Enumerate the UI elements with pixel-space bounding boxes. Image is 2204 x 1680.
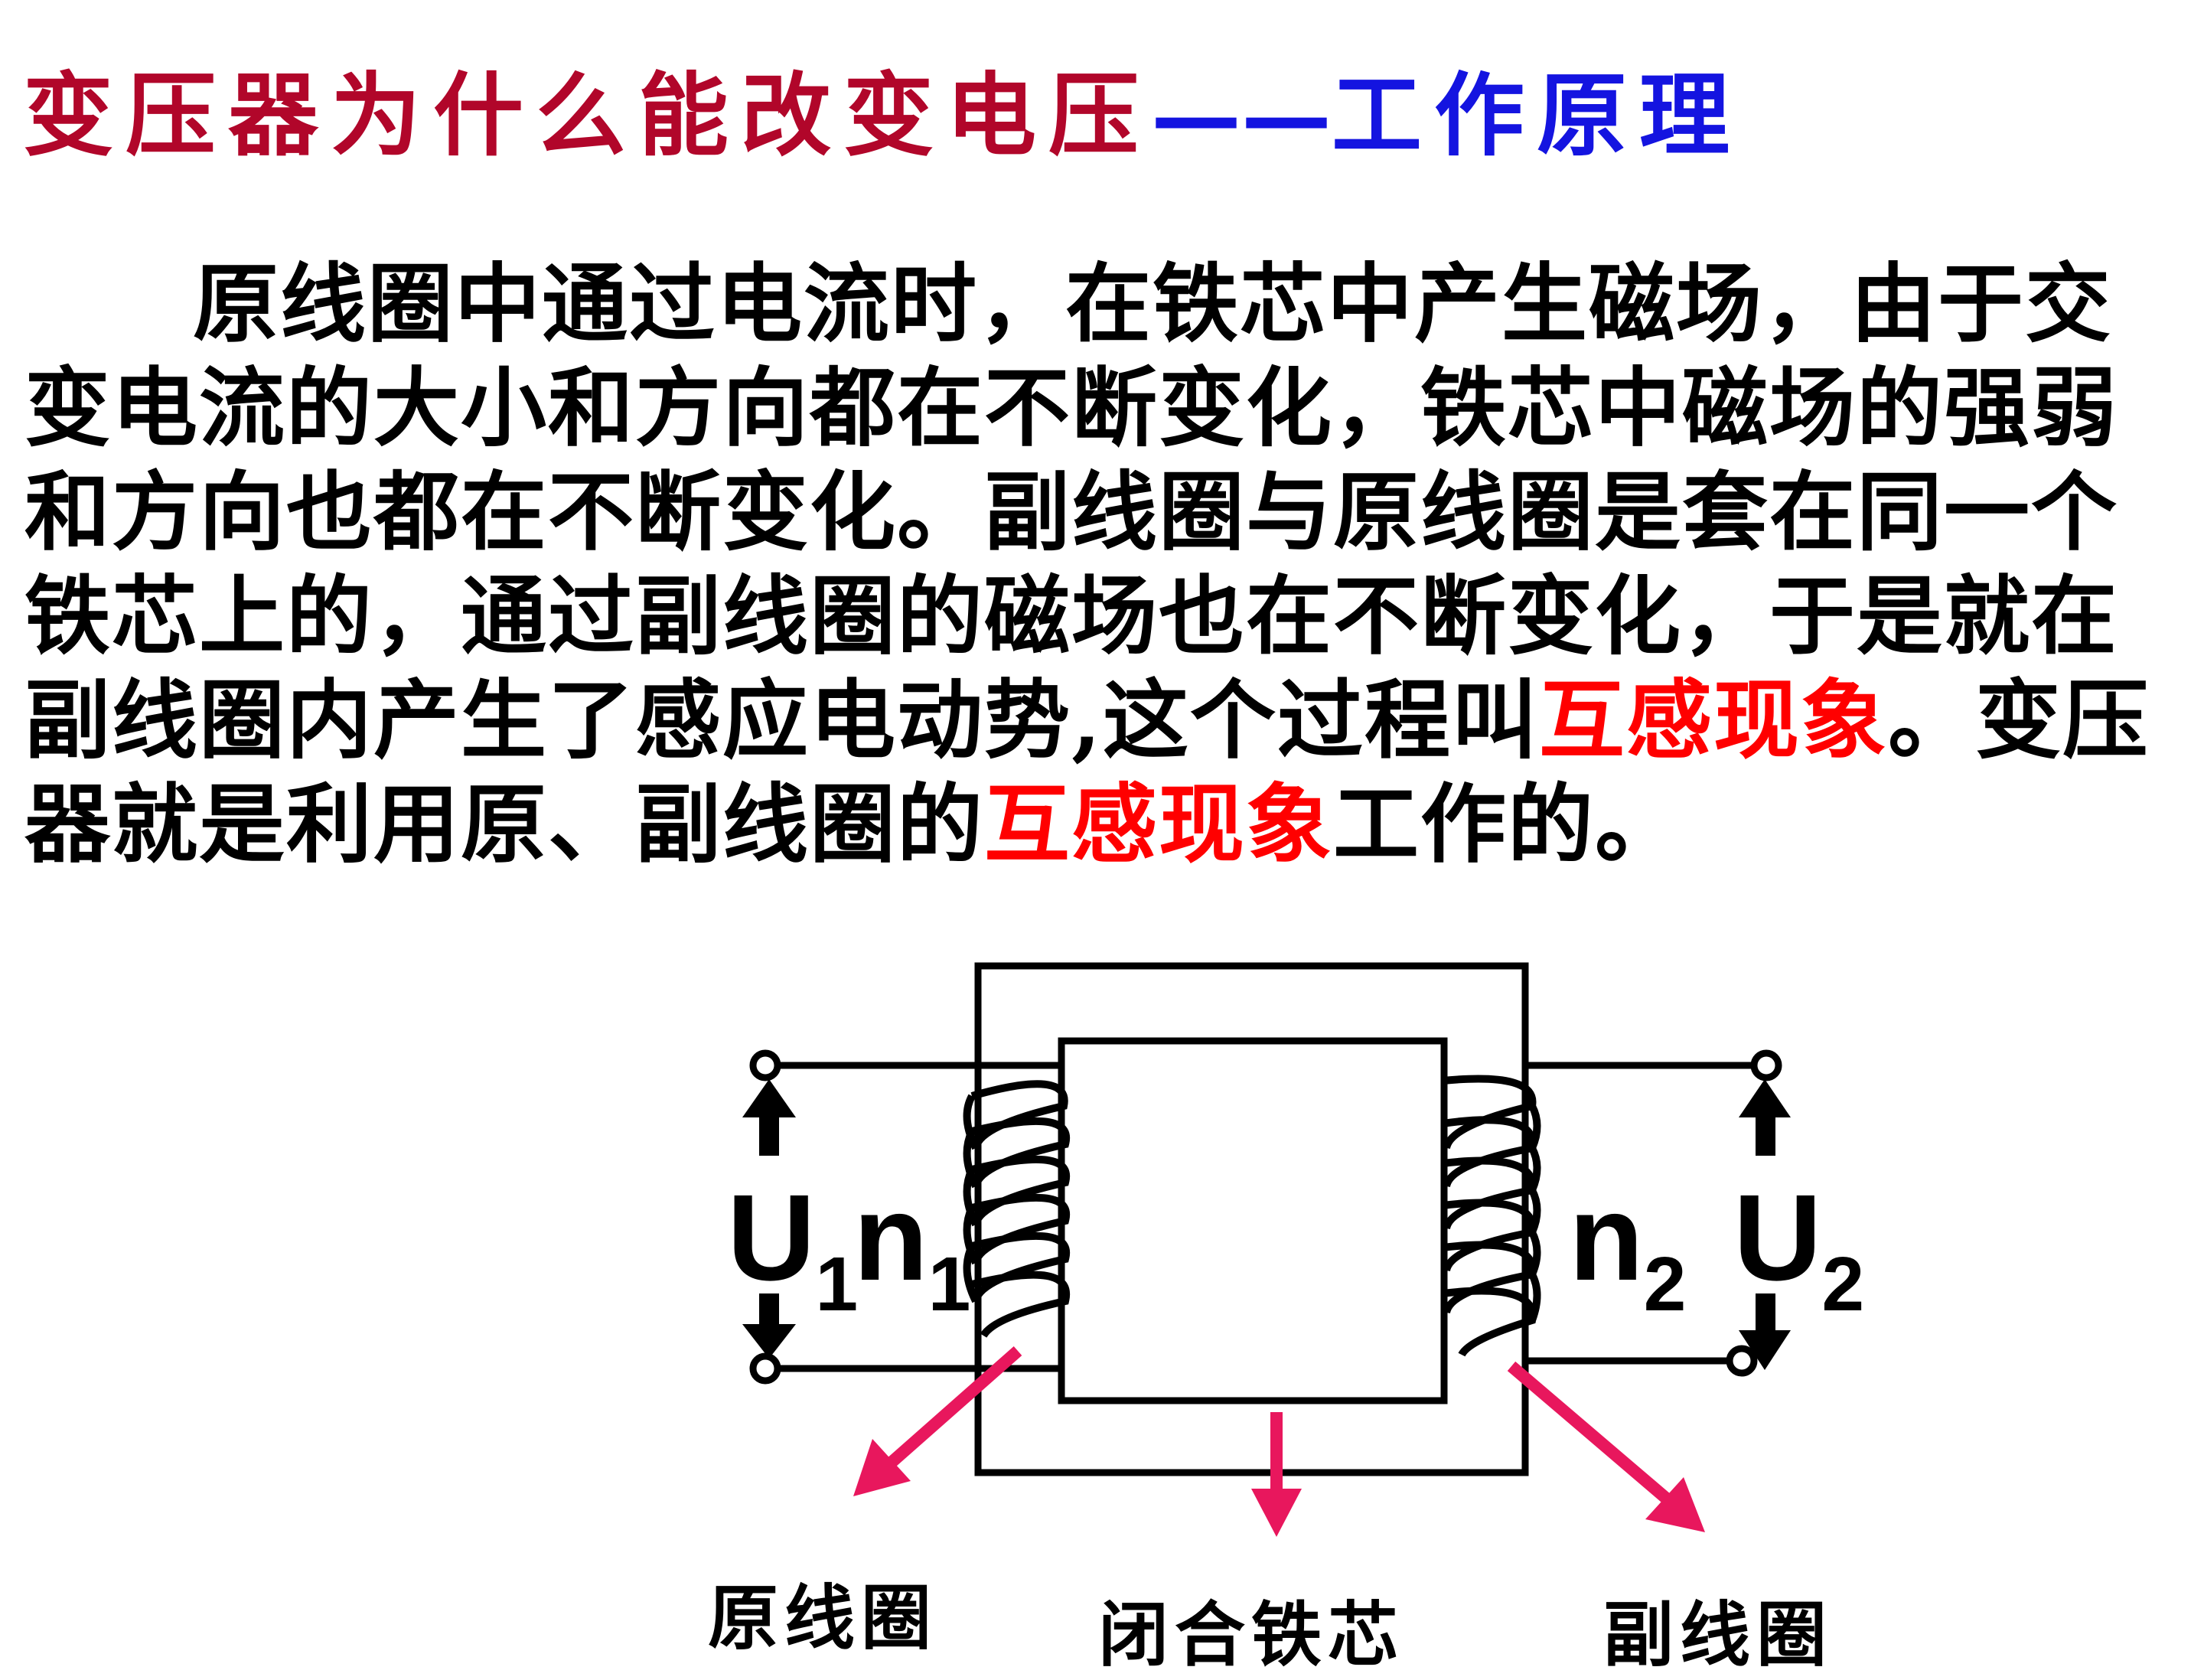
label-secondary-coil: 副线圈 (1603, 1594, 1834, 1676)
primary-terminal-bottom (749, 1352, 781, 1385)
title-main: 变压器为什么能改变电压 (23, 62, 1152, 168)
para-line-5-a: 副线圈内产生了感应电动势,这个过程叫 (24, 670, 1539, 771)
symbol-labels: U1 n1 n2 U2 (727, 1169, 1864, 1327)
para-line-3: 和方向也都在不断变化。副线圈与原线圈是套在同一个 (24, 462, 2118, 563)
u2-label: U2 (1733, 1169, 1864, 1327)
explanation-paragraph: 原线圈中通过电流时，在铁芯中产生磁场，由于交 变电流的大小和方向都在不断变化，铁… (24, 253, 2183, 877)
para-line-4: 铁芯上的，通过副线圈的磁场也在不断变化，于是就在 (24, 566, 2118, 667)
core-inner (1058, 1037, 1448, 1404)
n1-label: n1 (853, 1169, 970, 1327)
para-line-5: 副线圈内产生了感应电动势,这个过程叫互感现象。变压 (24, 669, 2183, 773)
page-title: 变压器为什么能改变电压——工作原理 (23, 70, 1742, 161)
u1-label: U1 (727, 1169, 858, 1327)
label-primary-coil: 原线圈 (708, 1577, 938, 1659)
highlight-mutual-induction: 互感现象 (1539, 670, 1888, 771)
n2-label: n2 (1569, 1169, 1686, 1327)
secondary-terminal-bottom (1726, 1345, 1758, 1377)
primary-circuit (765, 1062, 1060, 1372)
secondary-circuit (1525, 1062, 1766, 1365)
title-dash: —— (1151, 62, 1332, 168)
para-line-6-a: 器就是利用原、副线圈的 (24, 775, 984, 875)
arrow-to-primary-coil (883, 1346, 1022, 1470)
u2-arrows (1739, 1079, 1791, 1370)
primary-coil (963, 1080, 1071, 1338)
para-line-6: 器就是利用原、副线圈的互感现象工作的。 (24, 773, 2183, 877)
secondary-terminal-top (1750, 1049, 1782, 1081)
pointer-arrows (853, 1346, 1705, 1537)
label-closed-core: 闭合铁芯 (1098, 1594, 1405, 1676)
secondary-coil (1442, 1075, 1541, 1357)
arrow-to-secondary-coil (1507, 1361, 1673, 1505)
highlight-mutual-induction-2: 互感现象 (984, 775, 1333, 875)
title-sub: 工作原理 (1332, 62, 1743, 168)
primary-terminal-top (749, 1049, 781, 1081)
para-line-1: 原线圈中通过电流时，在铁芯中产生磁场，由于交 (193, 254, 2112, 354)
u1-arrows (742, 1079, 796, 1359)
para-line-6-c: 工作的。 (1333, 775, 1682, 875)
para-line-5-c: 。变压 (1888, 670, 2150, 771)
para-line-2: 变电流的大小和方向都在不断变化，铁芯中磁场的强弱 (24, 358, 2118, 458)
